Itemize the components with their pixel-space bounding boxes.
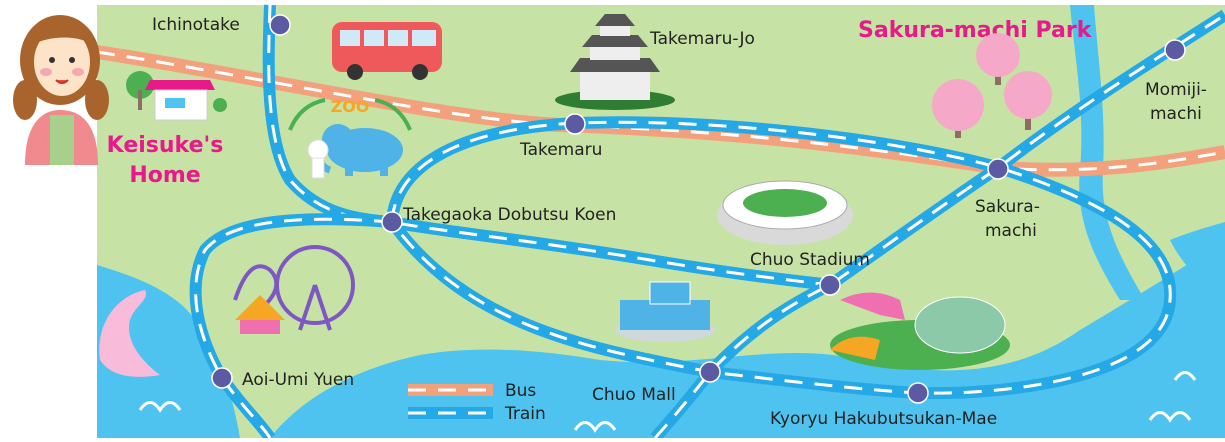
bus-route <box>95 45 1225 177</box>
station-kyoryu[interactable] <box>907 382 929 404</box>
zoo-illustration-icon <box>288 98 412 179</box>
station-takegaoka[interactable] <box>381 211 403 233</box>
bus-icon <box>332 22 442 80</box>
girl-character-icon <box>13 15 109 165</box>
label-ichinotake: Ichinotake <box>152 15 240 35</box>
station-chuo-mall[interactable] <box>699 361 721 383</box>
wave-icons <box>138 371 1197 433</box>
home-title-line2: Home <box>129 163 200 188</box>
station-labels: Ichinotake Takemaru Sakura- machi Momiji… <box>152 15 1207 429</box>
label-kyoryu: Kyoryu Hakubutsukan-Mae <box>770 409 997 429</box>
label-sakura-machi-1: Sakura- <box>975 197 1040 217</box>
dolphin-icon <box>99 290 160 377</box>
zoo-sign: ZOO <box>331 97 370 116</box>
label-takegaoka: Takegaoka Dobutsu Koen <box>402 205 616 225</box>
label-chuo-mall: Chuo Mall <box>592 385 676 405</box>
label-takemaru: Takemaru <box>519 140 602 160</box>
legend-bus-label: Bus <box>505 381 536 401</box>
mall-icon <box>615 281 715 342</box>
label-momiji-machi-2: machi <box>1150 104 1202 124</box>
station-aoi-umi-yuen[interactable] <box>211 367 233 389</box>
legend: Bus Train <box>408 381 546 424</box>
station-momiji-machi[interactable] <box>1164 39 1186 61</box>
label-momiji-machi-1: Momiji- <box>1145 80 1207 100</box>
castle-label: Takemaru-Jo <box>649 29 755 49</box>
amusement-park-icon <box>233 245 355 334</box>
home-title: Keisuke's <box>107 133 224 158</box>
label-aoi-umi-yuen: Aoi-Umi Yuen <box>242 370 354 390</box>
station-takemaru[interactable] <box>564 113 586 135</box>
station-ichinotake[interactable] <box>269 14 291 36</box>
inlet-right <box>1170 222 1225 290</box>
station-chuo-stadium[interactable] <box>819 274 841 296</box>
station-markers <box>211 14 1186 404</box>
label-sakura-machi-2: machi <box>985 221 1037 241</box>
dinosaur-museum-icon <box>830 292 1010 370</box>
station-sakura-machi[interactable] <box>987 158 1009 180</box>
label-chuo-stadium: Chuo Stadium <box>750 250 870 270</box>
park-title: Sakura-machi Park <box>858 18 1093 43</box>
river <box>1070 5 1145 300</box>
castle-icon <box>555 14 675 110</box>
legend-train-label: Train <box>504 404 546 424</box>
cherry-trees-icon <box>932 33 1052 138</box>
home-house-icon <box>126 71 227 121</box>
stadium-icon <box>717 180 853 245</box>
